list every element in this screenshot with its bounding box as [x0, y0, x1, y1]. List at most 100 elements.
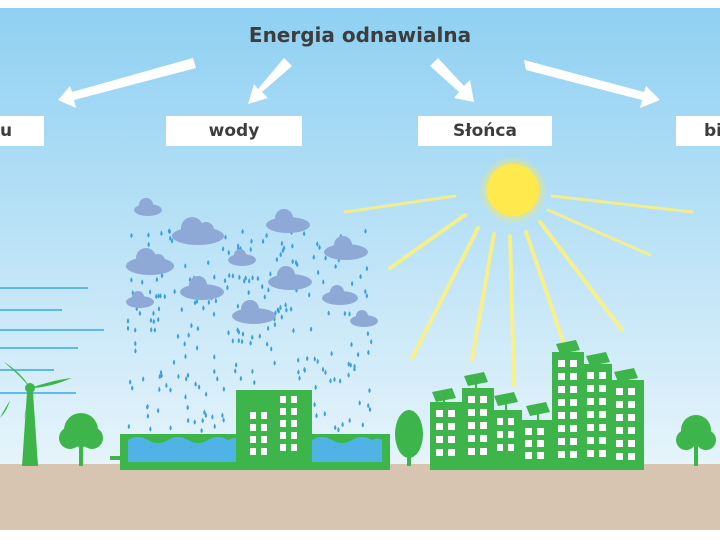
window — [628, 440, 635, 447]
rain-drop — [349, 362, 352, 368]
rain-drop — [347, 372, 350, 378]
rain-drop — [353, 366, 356, 372]
window — [480, 409, 487, 416]
window — [280, 396, 286, 403]
rain-drop — [148, 289, 152, 295]
rain-drop — [223, 277, 227, 284]
rain-drop — [330, 350, 333, 357]
rain-drop — [197, 384, 201, 390]
cloud-icon — [172, 217, 224, 245]
rain-drop — [231, 338, 234, 344]
diagram-title: Energia odnawialna — [248, 23, 472, 47]
rain-drop — [183, 341, 186, 347]
rain-drop — [266, 325, 270, 331]
rain-drop — [322, 279, 325, 285]
rain-drop — [280, 240, 284, 246]
rain-drop — [275, 256, 279, 263]
window — [468, 435, 475, 442]
window — [468, 409, 475, 416]
window — [250, 448, 256, 455]
rain-drop — [244, 275, 247, 281]
rain-drop — [350, 280, 354, 287]
solar-panel-icon — [614, 368, 638, 382]
rain-drop — [239, 375, 243, 382]
window — [525, 440, 532, 447]
window — [261, 436, 267, 443]
rain-drop — [224, 234, 227, 240]
rain-drop — [165, 382, 168, 388]
tree-icon — [395, 410, 423, 466]
window — [291, 444, 297, 451]
rain-drop — [211, 414, 214, 420]
rain-drop — [313, 356, 316, 362]
window — [480, 435, 487, 442]
rain-drop — [126, 325, 130, 331]
cloud-icon — [266, 209, 310, 233]
rain-drop — [237, 337, 240, 344]
window — [497, 444, 503, 451]
rain-drop — [169, 425, 172, 431]
window — [587, 398, 594, 405]
window — [448, 410, 455, 417]
window — [537, 452, 544, 459]
rain-drop — [152, 318, 155, 325]
rain-drop — [365, 265, 369, 272]
rain-drop — [341, 421, 344, 428]
rain-drop — [343, 310, 347, 317]
rain-drop — [324, 369, 327, 375]
window — [468, 422, 475, 429]
window — [587, 437, 594, 444]
rain-drop — [284, 302, 287, 308]
rain-drop — [281, 247, 285, 254]
rain-drop — [297, 357, 300, 363]
label-slonca: Słońca — [418, 116, 552, 146]
window — [599, 398, 606, 405]
window — [599, 450, 606, 457]
arrow-to-slonca — [430, 58, 474, 102]
rain-drop — [258, 333, 261, 339]
rain-drop — [253, 379, 256, 386]
rain-drop — [249, 246, 252, 252]
window — [537, 428, 544, 435]
rain-drop — [222, 417, 225, 423]
rain-drop — [204, 412, 208, 418]
rain-drop — [248, 278, 251, 284]
wind-turbine-icon — [0, 362, 72, 466]
window — [261, 448, 267, 455]
rain-drop — [159, 369, 163, 376]
rain-drop — [184, 353, 187, 359]
window — [628, 453, 635, 460]
rain-drop — [126, 318, 130, 324]
rain-drop — [141, 279, 144, 285]
window — [558, 360, 565, 367]
rain-drop — [227, 249, 230, 256]
window — [480, 422, 487, 429]
rain-drop — [147, 241, 150, 248]
cloud-icon — [180, 276, 224, 300]
rain-drop — [313, 401, 316, 408]
window — [587, 424, 594, 431]
solar-panel-icon — [526, 402, 550, 420]
rain-drop — [193, 419, 196, 425]
window — [616, 414, 623, 421]
rain-drop — [131, 385, 134, 391]
rain-drop — [247, 289, 250, 296]
window — [497, 431, 503, 438]
rain-drop — [243, 278, 246, 284]
rain-drop — [361, 422, 364, 428]
rain-drop — [334, 424, 337, 431]
arrow-to-wody — [248, 58, 292, 104]
rain-drop — [149, 317, 153, 323]
cloud-icon — [322, 285, 358, 305]
sun-group — [343, 156, 694, 387]
rain-drop — [303, 366, 306, 373]
cloud-icon — [126, 248, 174, 275]
rain-drop — [160, 272, 164, 279]
rain-drop — [238, 274, 241, 280]
bottom-margin — [0, 530, 720, 540]
rain-drop — [204, 391, 208, 397]
window — [537, 440, 544, 447]
arrow-to-wiatru — [58, 58, 196, 108]
